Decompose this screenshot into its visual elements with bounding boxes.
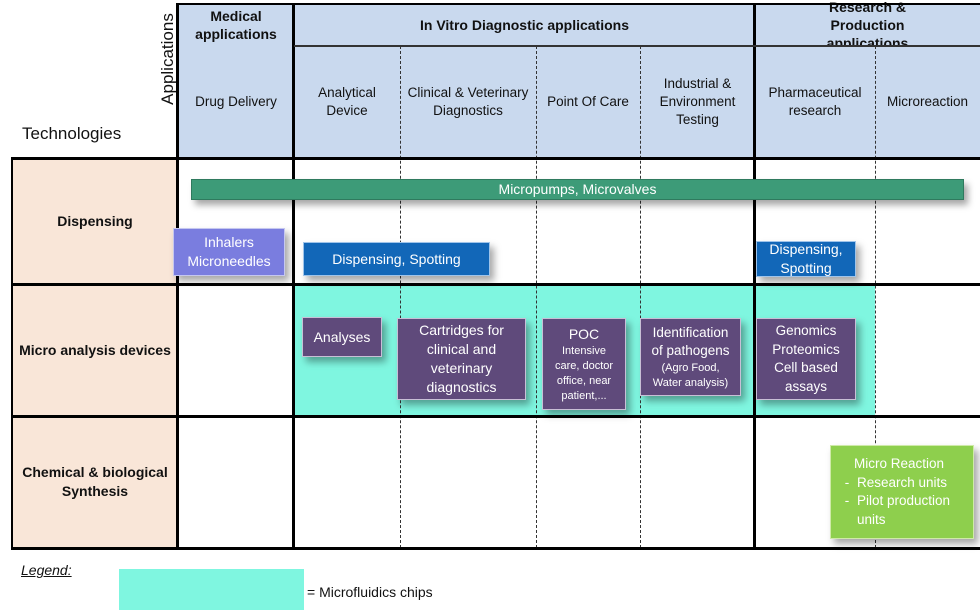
legend-title: Legend:: [21, 562, 72, 578]
col-label: Point Of Care: [547, 94, 629, 109]
row-label: Dispensing: [57, 212, 133, 229]
group-ivd: In Vitro Diagnostic applications: [294, 4, 755, 46]
col-label: Drug Delivery: [195, 94, 277, 109]
pathogens-line: Identification: [652, 324, 729, 340]
col-industrial-environment: Industrial & Environment Testing: [640, 46, 755, 158]
dispensing-spotting-box: Dispensing, Spotting: [303, 242, 490, 276]
cartridges-line: Cartridges for: [419, 322, 504, 338]
grid-line: [292, 3, 295, 550]
poc-title: POC: [568, 325, 600, 342]
dispensing-spotting-label: Dispensing, Spotting: [332, 250, 461, 267]
micro-reaction-item: - Pilot production units: [837, 492, 967, 529]
analyses-label: Analyses: [313, 328, 371, 345]
micropumps-bar: Micropumps, Microvalves: [191, 179, 964, 200]
analyses-box: Analyses: [302, 317, 382, 357]
cartridges-line: clinical and: [426, 341, 497, 357]
pathogens-detail-line: Water analysis): [652, 376, 729, 389]
col-label: Microreaction: [886, 94, 969, 109]
grid-line: [11, 283, 980, 286]
dispensing-spotting-research-box: Dispensing, Spotting: [756, 241, 856, 277]
genomics-line: Cell based: [774, 360, 838, 375]
inhalers-line1: Inhalers: [204, 234, 254, 250]
col-label: Analytical Device: [318, 85, 376, 118]
col-label: Industrial & Environment Testing: [659, 76, 736, 127]
col-clinical-veterinary: Clinical & Veterinary Diagnostics: [400, 46, 536, 158]
pathogens-detail-line: (Agro Food,: [661, 361, 720, 374]
poc-detail-line: Intensive: [561, 344, 607, 357]
genomics-line: Proteomics: [772, 341, 840, 357]
poc-box: POC Intensive care, doctor office, near …: [542, 318, 626, 410]
grid-line: [11, 547, 980, 550]
col-divider: [400, 46, 401, 548]
col-label: Pharmaceutical research: [768, 85, 862, 118]
group-ivd-label: In Vitro Diagnostic applications: [420, 17, 629, 33]
pathogens-line: of pathogens: [651, 343, 730, 358]
poc-detail-line: office, near: [556, 374, 612, 387]
micro-reaction-item-text: Pilot production units: [857, 493, 951, 527]
col-pharmaceutical-research: Pharmaceutical research: [755, 46, 875, 158]
cartridges-line: veterinary: [430, 360, 493, 376]
dispensing-line2: Spotting: [780, 260, 832, 276]
inhalers-line2: Microneedles: [187, 253, 271, 269]
grid-line: [294, 45, 980, 47]
group-medical: Medical applications: [178, 4, 294, 46]
micro-reaction-item: - Research units: [837, 474, 947, 493]
poc-detail-line: care, doctor: [554, 359, 614, 372]
grid-line: [11, 157, 980, 160]
micro-reaction-box: Micro Reaction - Research units - Pilot …: [830, 445, 974, 539]
row-dispensing: Dispensing: [12, 158, 178, 284]
col-point-of-care: Point Of Care: [536, 46, 640, 158]
cartridges-box: Cartridges for clinical and veterinary d…: [397, 318, 526, 400]
pathogens-box: Identification of pathogens (Agro Food, …: [640, 318, 741, 396]
grid-line: [176, 3, 179, 550]
genomics-line: assays: [784, 378, 828, 394]
group-medical-label: Medical applications: [195, 8, 277, 42]
inhalers-box: Inhalers Microneedles: [173, 228, 285, 276]
group-research: Research & Production applications: [755, 0, 980, 51]
applications-axis-label: Applications: [158, 13, 177, 105]
grid-line: [176, 3, 980, 5]
genomics-box: Genomics Proteomics Cell based assays: [756, 318, 856, 400]
technologies-axis-label: Technologies: [22, 124, 122, 143]
legend-text: = Microfluidics chips: [307, 584, 433, 600]
col-microreaction: Microreaction: [875, 46, 980, 158]
genomics-line: Genomics: [775, 323, 837, 338]
col-drug-delivery: Drug Delivery: [178, 46, 294, 158]
micropumps-label: Micropumps, Microvalves: [498, 181, 657, 197]
row-synthesis: Chemical & biological Synthesis: [12, 416, 178, 548]
col-analytical-device: Analytical Device: [294, 46, 400, 158]
poc-detail-line: patient,...: [561, 389, 607, 402]
row-label: Micro analysis devices: [19, 341, 171, 358]
col-divider: [875, 46, 876, 548]
micro-reaction-item-text: Research units: [857, 474, 948, 490]
dispensing-line1: Dispensing,: [769, 241, 843, 257]
col-label: Clinical & Veterinary Diagnostics: [407, 85, 529, 118]
cartridges-line: diagnostics: [426, 379, 497, 395]
grid-line: [11, 415, 980, 418]
col-divider: [536, 46, 537, 548]
legend-swatch: [119, 569, 304, 610]
grid-line: [753, 3, 756, 550]
row-micro-analysis: Micro analysis devices: [12, 284, 178, 416]
row-label: Chemical & biological Synthesis: [22, 464, 168, 499]
grid-line: [11, 157, 13, 550]
micro-reaction-title: Micro Reaction: [853, 456, 945, 471]
col-divider: [640, 46, 641, 548]
